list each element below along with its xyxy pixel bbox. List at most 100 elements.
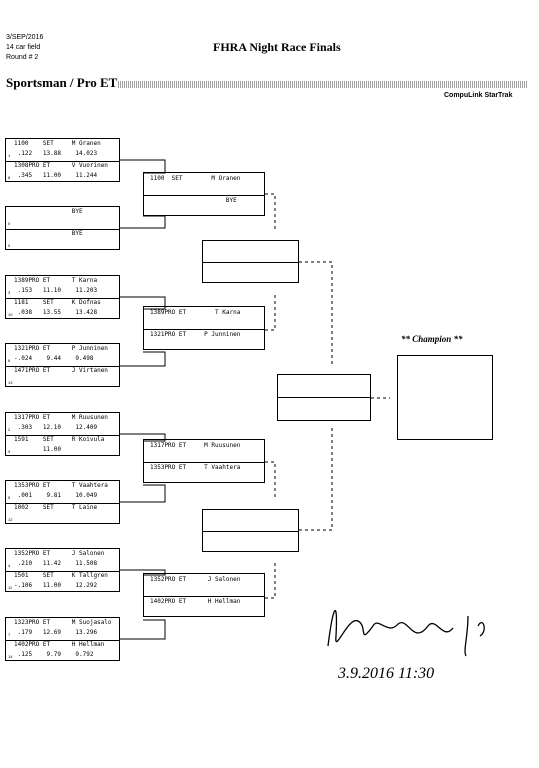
racer-entry: BYE bbox=[14, 230, 83, 237]
lane-number: 0 bbox=[8, 243, 11, 248]
racer-entry: 1317PRO ET M Ruusunen bbox=[14, 414, 108, 421]
signature-date: 3.9.2016 11:30 bbox=[337, 665, 434, 682]
lane-divider bbox=[144, 462, 264, 463]
lane-divider bbox=[6, 298, 119, 299]
lane-number: 5 bbox=[8, 495, 11, 500]
lane-number: 9 bbox=[8, 449, 11, 454]
connector-r1-8 bbox=[120, 619, 166, 640]
lane-divider bbox=[6, 503, 119, 504]
racer-entry: 1389PRO ET T Karna bbox=[14, 277, 98, 284]
signature: 3.9.2016 11:30 bbox=[327, 610, 485, 682]
lane-divider bbox=[6, 366, 119, 367]
round2-match-box: 1317PRO ET M Ruusunen 1353PRO ET T Vaahte… bbox=[143, 439, 265, 483]
racer-times: .122 13.88 14.023 bbox=[14, 150, 98, 157]
class-title: Sportsman / Pro ET bbox=[6, 75, 118, 90]
racer-entry: 1181 SET K Dofnas bbox=[14, 299, 101, 306]
lane-number: 10 bbox=[8, 312, 13, 317]
round-number: Round # 2 bbox=[6, 54, 39, 61]
champion-label: ** Champion ** bbox=[401, 334, 463, 344]
racer-times: .125 9.79 9.792 bbox=[14, 651, 94, 658]
lane-divider bbox=[6, 435, 119, 436]
lane-number: 2 bbox=[8, 427, 11, 432]
round1-match-box: BYE 0 BYE 0 bbox=[5, 206, 120, 250]
racer-entry: 1308PRO ET V Vuorinen bbox=[14, 162, 108, 169]
lane-divider bbox=[144, 195, 264, 196]
lane-divider bbox=[144, 329, 264, 330]
semifinal-box-1 bbox=[202, 240, 299, 283]
racer-entry: BYE bbox=[14, 208, 83, 215]
event-date: 3/SEP/2016 bbox=[6, 34, 44, 41]
round2-racer: 1389PRO ET T Karna bbox=[150, 309, 241, 316]
connector-r1-3 bbox=[120, 296, 166, 310]
round2-racer: 1321PRO ET P Junninen bbox=[150, 331, 241, 338]
lane-divider bbox=[6, 571, 119, 572]
racer-entry: 1353PRO ET T Vaahtera bbox=[14, 482, 108, 489]
round2-racer: 1352PRO ET J Salonen bbox=[150, 576, 241, 583]
round2-racer: 1100 SET M Oranen bbox=[150, 175, 241, 182]
lane-divider bbox=[278, 397, 370, 398]
lane-number: 14 bbox=[8, 654, 13, 659]
connector-r1-7 bbox=[120, 569, 166, 576]
field-size: 14 car field bbox=[6, 44, 41, 51]
round1-match-box: 1323PRO ET M Suojasalo .179 12.69 13.296… bbox=[5, 617, 120, 661]
lane-number: 13 bbox=[8, 380, 13, 385]
racer-times: .179 12.69 13.296 bbox=[14, 629, 98, 636]
signature-scribble bbox=[327, 610, 485, 657]
lane-number: 8 bbox=[8, 175, 11, 180]
semifinal-box-2 bbox=[202, 509, 299, 552]
racer-times: .153 11.10 11.203 bbox=[14, 287, 98, 294]
racer-entry: 1352PRO ET J Salonen bbox=[14, 550, 105, 557]
connector-r1-6 bbox=[120, 484, 166, 503]
lane-number: 6 bbox=[8, 358, 11, 363]
lane-number: 0 bbox=[8, 221, 11, 226]
brand-label: CompuLink StarTrak bbox=[444, 92, 513, 99]
lane-number: 7 bbox=[8, 632, 11, 637]
racer-times: .001 9.81 10.049 bbox=[14, 492, 98, 499]
page-title: FHRA Night Race Finals bbox=[213, 40, 341, 54]
round2-racer: 1402PRO ET H Hellman bbox=[150, 598, 241, 605]
lane-number: 11 bbox=[8, 585, 13, 590]
round2-racer: 1317PRO ET M Ruusunen bbox=[150, 442, 241, 449]
racer-entry: 1002 SET T Laine bbox=[14, 504, 98, 511]
connector-r1-1 bbox=[120, 159, 166, 174]
racer-entry: 1323PRO ET M Suojasalo bbox=[14, 619, 112, 626]
lane-divider bbox=[6, 161, 119, 162]
round2-racer: BYE bbox=[150, 197, 237, 204]
racer-entry: 1402PRO ET H Hellman bbox=[14, 641, 105, 648]
lane-number: 12 bbox=[8, 517, 13, 522]
lane-number: 3 bbox=[8, 290, 11, 295]
round2-match-box: 1100 SET M Oranen BYE bbox=[143, 172, 265, 216]
round2-match-box: 1389PRO ET T Karna 1321PRO ET P Junninen bbox=[143, 306, 265, 350]
racer-times: .303 12.10 12.409 bbox=[14, 424, 98, 431]
champion-box bbox=[397, 355, 493, 440]
title-rule bbox=[118, 81, 528, 88]
final-box bbox=[277, 374, 371, 421]
connector-r1-2 bbox=[120, 215, 166, 229]
lane-divider bbox=[6, 229, 119, 230]
lane-number: 1 bbox=[8, 153, 11, 158]
connector-r1-4 bbox=[120, 351, 166, 367]
lane-number: 4 bbox=[8, 563, 11, 568]
racer-times: -.106 11.00 12.292 bbox=[14, 582, 98, 589]
racer-times: .038 13.55 13.428 bbox=[14, 309, 98, 316]
connector-r1-5 bbox=[120, 433, 166, 442]
racer-entry: 1100 SET M Oranen bbox=[14, 140, 101, 147]
racer-entry: 1591 SET R Koivula bbox=[14, 436, 105, 443]
lane-divider bbox=[6, 640, 119, 641]
racer-times: -.024 9.44 9.498 bbox=[14, 355, 94, 362]
racer-entry: 1471PRO ET J Virtanen bbox=[14, 367, 108, 374]
racer-entry: 1321PRO ET P Junninen bbox=[14, 345, 108, 352]
round2-match-box: 1352PRO ET J Salonen 1402PRO ET H Hellman bbox=[143, 573, 265, 617]
racer-times: .345 11.00 11.244 bbox=[14, 172, 98, 179]
round2-racer: 1353PRO ET T Vaahtera bbox=[150, 464, 241, 471]
racer-entry: 1501 SET K Tallgren bbox=[14, 572, 108, 579]
lane-divider bbox=[144, 596, 264, 597]
racer-times: .210 11.42 11.508 bbox=[14, 560, 98, 567]
